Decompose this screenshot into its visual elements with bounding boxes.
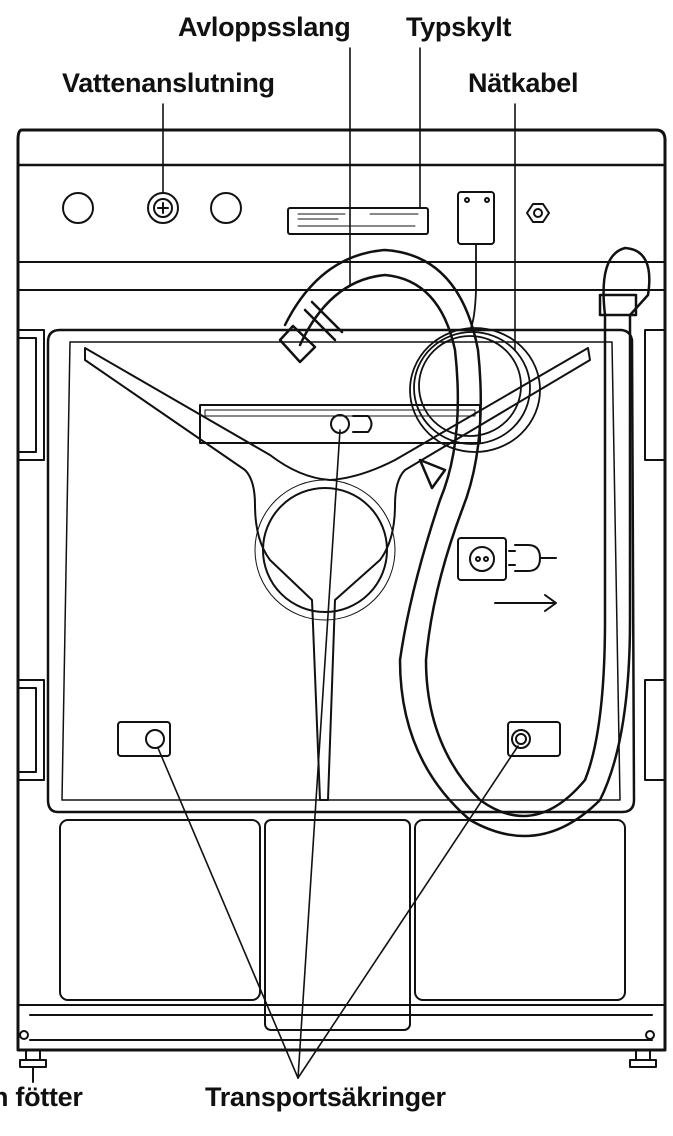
rear-panel [46, 328, 636, 814]
cabinet-body [16, 128, 667, 1052]
label-power-cable: Nätkabel [468, 68, 579, 98]
water-inlet-connector [147, 192, 179, 224]
lower-transport-bolts [117, 537, 561, 757]
plug-symbol [457, 537, 507, 581]
label-rating-plate: Typskylt [406, 12, 512, 42]
label-water-inlet: Vattenanslutning [62, 68, 275, 98]
rating-plate [287, 207, 429, 235]
drain-hose [278, 246, 651, 838]
label-feet: n fötter [0, 1082, 83, 1112]
leader-lines [157, 47, 519, 1079]
lower-panels [17, 819, 666, 1041]
label-drain-hose: Avloppsslang [178, 12, 351, 42]
connection-strip [62, 191, 550, 245]
power-cable-coil [409, 243, 541, 453]
label-transport-bolts: Transportsäkringer [205, 1082, 446, 1112]
adjustable-feet [19, 1030, 657, 1083]
